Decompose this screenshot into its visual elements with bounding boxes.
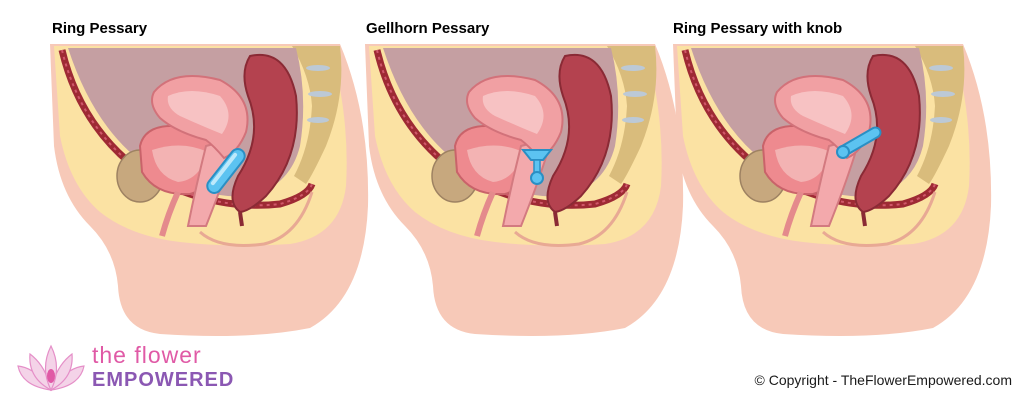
anatomy-illustration-ring [50, 36, 380, 336]
anatomy-illustration-ring-knob [673, 36, 1003, 336]
lotus-logo-icon [17, 344, 85, 392]
panel-title-gellhorn-pessary: Gellhorn Pessary [366, 20, 490, 37]
logo-line-2: EMPOWERED [92, 369, 235, 391]
anatomy-illustration-gellhorn [365, 36, 695, 336]
panel-title-ring-pessary-with-knob: Ring Pessary with knob [673, 20, 843, 37]
gellhorn-pessary-icon [520, 149, 554, 185]
panel-gellhorn-pessary [365, 36, 695, 336]
ring-pessary-with-knob-icon [836, 126, 882, 159]
logo-line-1: the flower [92, 342, 202, 368]
copyright-notice: © Copyright - TheFlowerEmpowered.com [754, 372, 1012, 388]
brand-logo-text: the flower EMPOWERED [92, 342, 235, 391]
panel-ring-pessary-with-knob [673, 36, 1003, 336]
panel-ring-pessary [50, 36, 380, 336]
ring-pessary-icon [206, 148, 246, 194]
panel-title-ring-pessary: Ring Pessary [52, 20, 148, 37]
